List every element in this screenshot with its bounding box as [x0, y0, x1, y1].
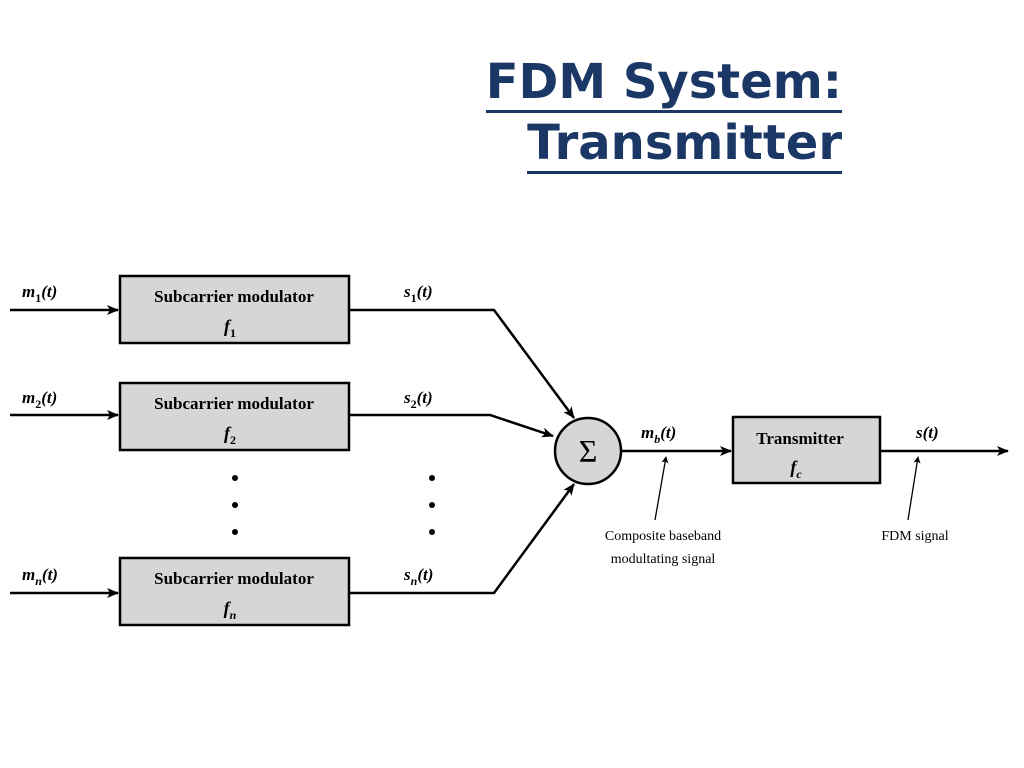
subcarrier-modulator-1: Subcarrier modulator f1 — [118, 274, 351, 345]
modulator-label-1: Subcarrier modulator — [154, 287, 314, 306]
summer-symbol: Σ — [579, 433, 598, 469]
output-label-2: s2(t) — [403, 388, 433, 411]
title-line-1: FDM System: — [485, 54, 842, 113]
fdm-annotation: FDM signal — [881, 529, 948, 544]
transmitter-label: Transmitter — [756, 429, 844, 448]
input-label-1: m1(t) — [22, 282, 57, 305]
subcarrier-modulator-n: Subcarrier modulator fn — [118, 556, 351, 627]
modulator-freq-n: fn — [224, 598, 237, 622]
modulator-label-2: Subcarrier modulator — [154, 394, 314, 413]
subcarrier-modulator-2: Subcarrier modulator f2 — [118, 381, 351, 452]
baseband-label: mb(t) — [641, 423, 676, 446]
transmitter-freq: fc — [790, 457, 802, 481]
fdm-pointer — [907, 456, 921, 521]
output-label-1: s1(t) — [403, 282, 433, 305]
input-label-2: m2(t) — [22, 388, 57, 411]
composite-annotation-line-2: modultating signal — [611, 552, 716, 567]
output-label-n: sn(t) — [403, 565, 433, 588]
title-line-2: Transmitter — [527, 115, 842, 174]
slide-title: FDM System: Transmitter — [485, 52, 842, 174]
output-signal-label: s(t) — [915, 423, 939, 442]
signal-path-2 — [349, 413, 554, 438]
transmitter-block: Transmitter fc — [731, 415, 882, 485]
ellipsis-dots-left — [232, 475, 238, 535]
composite-annotation-line-1: Composite baseband — [605, 529, 721, 544]
modulator-freq-2: f2 — [224, 423, 236, 447]
input-label-n: mn(t) — [22, 565, 58, 588]
summer-node: Σ — [553, 416, 623, 486]
modulator-freq-1: f1 — [224, 316, 236, 340]
composite-pointer — [654, 456, 669, 521]
modulator-label-n: Subcarrier modulator — [154, 569, 314, 588]
signal-path-1 — [349, 308, 576, 419]
signal-path-n — [349, 483, 576, 595]
ellipsis-dots-right — [429, 475, 435, 535]
